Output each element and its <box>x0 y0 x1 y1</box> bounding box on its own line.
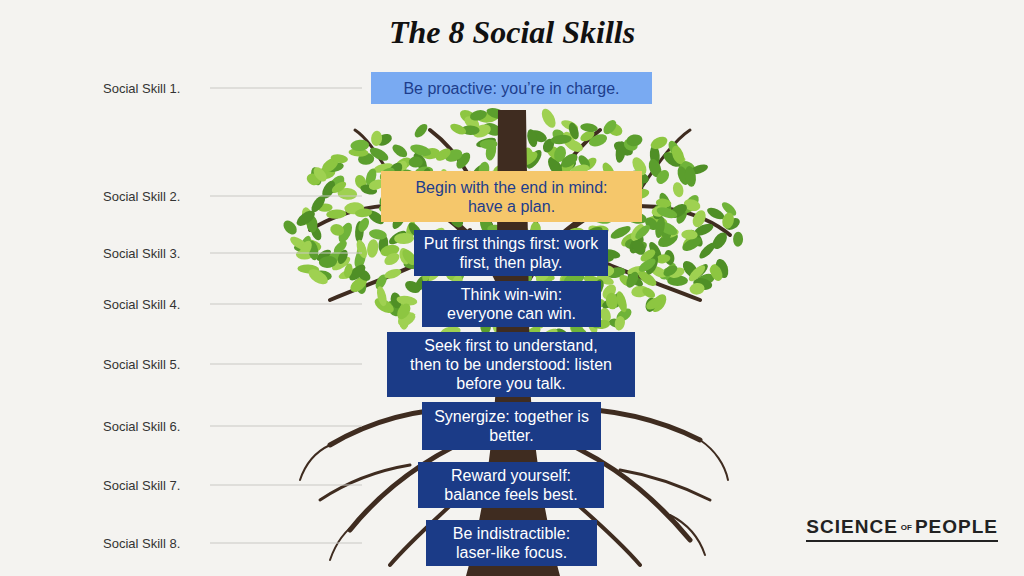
skill-text: Think win-win: everyone can win. <box>439 285 584 323</box>
skill-number-label: Social Skill 3. <box>103 246 180 261</box>
skill-text: Put first things first: work first, then… <box>422 234 600 272</box>
skill-text: Synergize: together is better. <box>434 407 589 445</box>
leader-line <box>210 426 362 427</box>
skill-number-label: Social Skill 6. <box>103 419 180 434</box>
skill-text: Seek first to understand, then to be und… <box>409 336 614 393</box>
leader-line <box>210 543 362 544</box>
diagram-title: The 8 Social Skills <box>0 14 1024 51</box>
logo-text: PEOPLE <box>915 516 998 538</box>
skill-number-label: Social Skill 7. <box>103 478 180 493</box>
skill-box: Begin with the end in mind: have a plan. <box>381 171 642 222</box>
skill-box: Seek first to understand, then to be und… <box>387 332 635 397</box>
leader-line <box>210 253 362 254</box>
skill-number-label: Social Skill 8. <box>103 536 180 551</box>
leader-line <box>210 196 362 197</box>
skill-box: Be proactive: you’re in charge. <box>371 72 652 104</box>
skill-number-label: Social Skill 2. <box>103 189 180 204</box>
leader-line <box>210 88 362 89</box>
skill-text: Be indistractible: laser-like focus. <box>439 524 584 562</box>
logo-text: SCIENCE <box>806 516 897 538</box>
leader-line <box>210 485 362 486</box>
logo-text: OF <box>901 523 912 532</box>
skill-text: Begin with the end in mind: have a plan. <box>402 178 622 216</box>
skill-text: Be proactive: you’re in charge. <box>403 79 619 98</box>
skill-text: Reward yourself: balance feels best. <box>434 466 589 504</box>
leader-line <box>210 304 362 305</box>
skill-box: Think win-win: everyone can win. <box>422 281 601 327</box>
skill-number-label: Social Skill 5. <box>103 357 180 372</box>
skill-box: Synergize: together is better. <box>422 402 601 450</box>
brand-logo: SCIENCE OFPEOPLE <box>806 516 998 542</box>
skill-number-label: Social Skill 1. <box>103 81 180 96</box>
skill-number-label: Social Skill 4. <box>103 297 180 312</box>
skill-box: Put first things first: work first, then… <box>414 230 608 276</box>
leader-line <box>210 364 362 365</box>
skill-box: Be indistractible: laser-like focus. <box>426 520 597 566</box>
skill-box: Reward yourself: balance feels best. <box>418 462 604 508</box>
